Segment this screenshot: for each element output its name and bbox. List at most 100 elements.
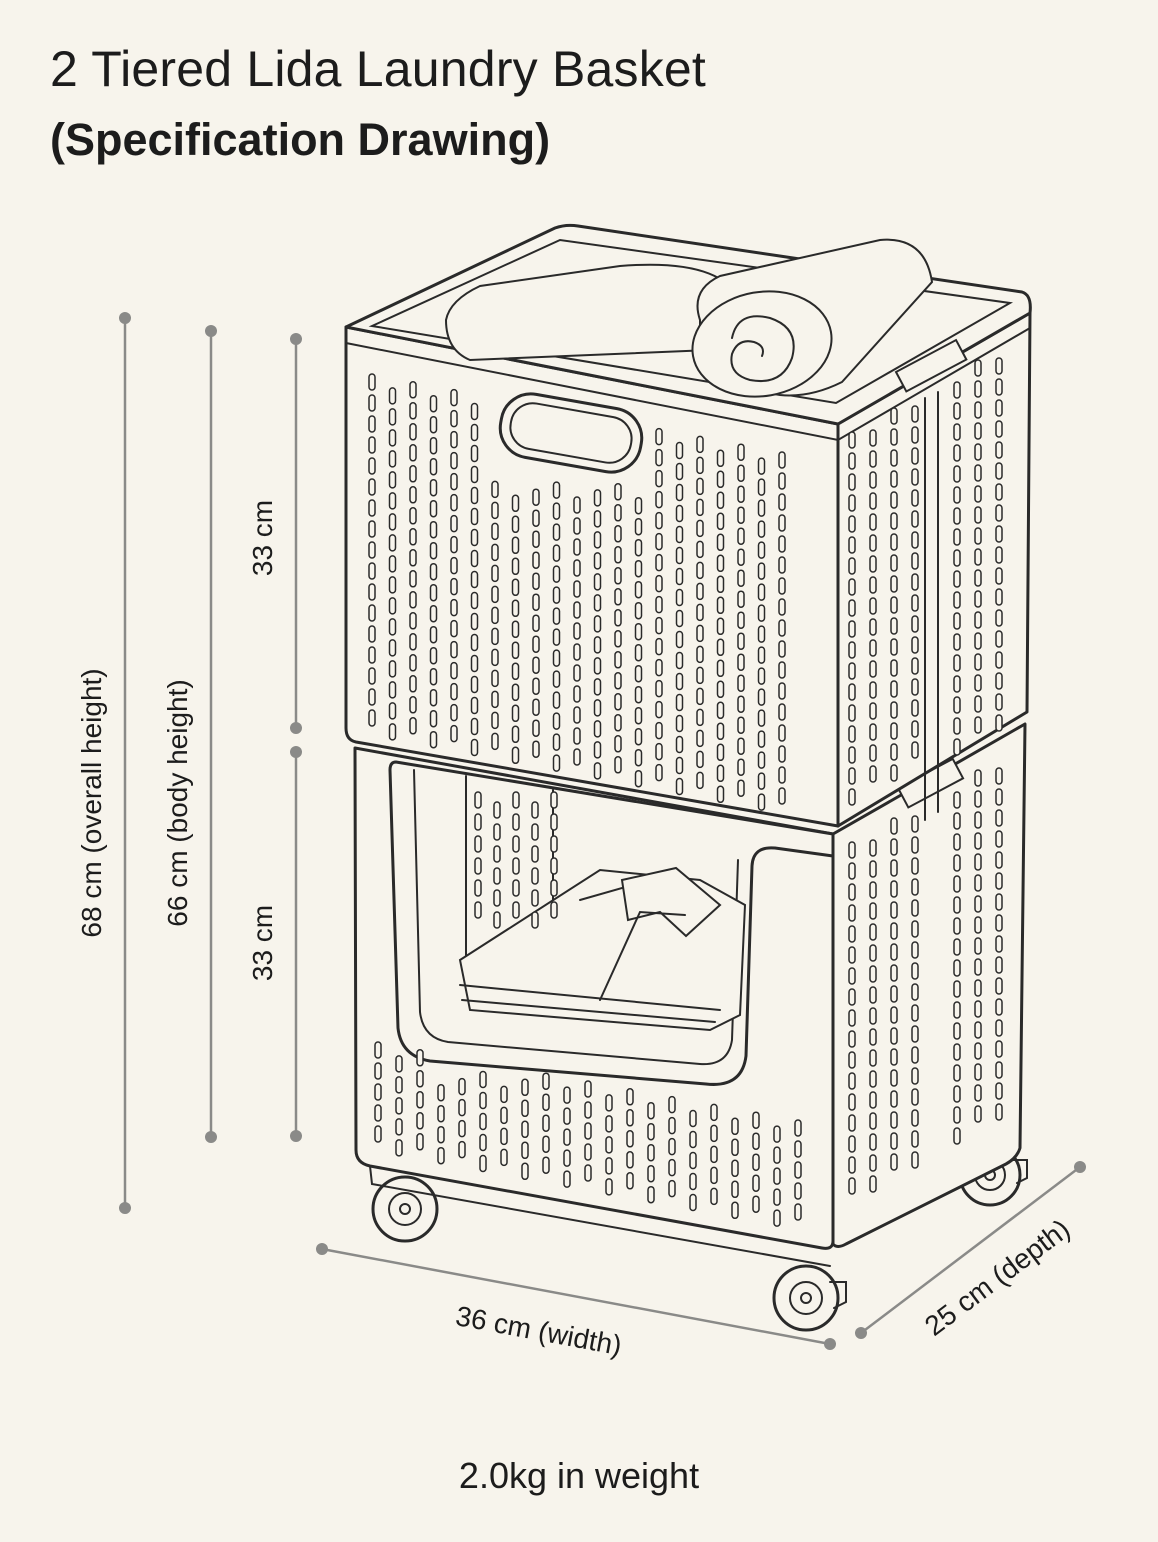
perforation-hole xyxy=(953,570,961,588)
perforation-hole xyxy=(550,835,558,853)
perforation-hole xyxy=(655,700,663,719)
perforation-hole xyxy=(794,1203,802,1221)
perforation-hole xyxy=(995,1040,1003,1058)
perforation-hole xyxy=(953,612,961,630)
perforation-hole xyxy=(752,1132,760,1150)
perforation-hole xyxy=(890,1153,898,1171)
perforation-hole xyxy=(974,359,982,377)
perforation-hole xyxy=(911,1067,919,1085)
perforation-hole xyxy=(368,478,376,496)
perforation-hole xyxy=(458,1098,466,1117)
perforation-hole xyxy=(409,612,417,630)
perforation-hole xyxy=(429,730,438,749)
perforation-hole xyxy=(848,557,856,575)
perforation-hole xyxy=(911,962,919,980)
perforation-hole xyxy=(911,815,919,833)
perforation-hole xyxy=(450,661,458,680)
perforation-hole xyxy=(409,549,417,567)
perforation-hole xyxy=(890,554,898,572)
perforation-hole xyxy=(974,832,982,850)
perforation-hole xyxy=(479,1133,487,1152)
perforation-hole xyxy=(869,429,877,447)
perforation-hole xyxy=(470,612,479,631)
perforation-hole xyxy=(716,722,725,741)
perforation-hole xyxy=(470,444,479,463)
perforation-hole xyxy=(511,515,520,534)
perforation-hole xyxy=(689,1172,697,1191)
perforation-hole xyxy=(614,504,622,522)
perforation-hole xyxy=(974,937,982,955)
perforation-hole xyxy=(911,920,919,938)
perforation-hole xyxy=(848,662,856,680)
perforation-hole xyxy=(491,606,499,625)
perforation-hole xyxy=(953,444,961,462)
perforation-hole xyxy=(388,471,397,489)
perforation-hole xyxy=(953,381,961,399)
perforation-hole xyxy=(737,695,745,713)
perforation-hole xyxy=(696,561,704,580)
perforation-hole xyxy=(605,1157,613,1175)
perforation-hole xyxy=(869,965,877,983)
perforation-hole xyxy=(532,677,540,695)
perforation-hole xyxy=(470,654,479,673)
perforation-hole xyxy=(995,851,1003,869)
perforation-hole xyxy=(953,833,961,851)
perforation-hole xyxy=(757,709,766,727)
perforation-hole xyxy=(491,564,499,583)
perforation-hole xyxy=(429,646,438,665)
perforation-hole xyxy=(953,465,961,483)
perforation-hole xyxy=(450,724,458,743)
perforation-hole xyxy=(737,737,745,755)
perforation-hole xyxy=(974,422,982,440)
perforation-hole xyxy=(890,1090,898,1108)
perforation-hole xyxy=(696,708,704,727)
perforation-hole xyxy=(675,777,684,796)
perforation-hole xyxy=(869,660,877,678)
perforation-hole xyxy=(953,1085,961,1103)
perforation-hole xyxy=(911,426,919,444)
perforation-hole xyxy=(429,688,438,707)
perforation-hole xyxy=(869,471,877,489)
perforation-hole xyxy=(890,491,898,509)
perforation-hole xyxy=(778,598,786,616)
perforation-hole xyxy=(848,431,856,449)
perforation-hole xyxy=(995,525,1003,543)
perforation-hole xyxy=(848,862,856,880)
perforation-hole xyxy=(953,980,961,998)
perforation-hole xyxy=(757,667,766,685)
perforation-hole xyxy=(737,716,745,734)
perforation-hole xyxy=(450,388,458,407)
perforation-hole xyxy=(552,733,561,751)
perforation-hole xyxy=(531,801,539,819)
perforation-hole xyxy=(911,573,919,591)
perforation-hole xyxy=(696,435,704,454)
perforation-hole xyxy=(689,1130,697,1149)
perforation-hole xyxy=(416,1070,424,1088)
caster-wheels xyxy=(371,1143,1028,1332)
perforation-hole xyxy=(368,394,376,412)
depth-label: 25 cm (depth) xyxy=(919,1213,1076,1342)
perforation-hole xyxy=(593,489,602,507)
perforation-hole xyxy=(890,943,898,961)
perforation-hole xyxy=(869,944,877,962)
perforation-hole xyxy=(388,555,397,573)
perforation-hole xyxy=(890,680,898,698)
perforation-hole xyxy=(388,408,397,426)
perforation-hole xyxy=(911,615,919,633)
perforation-hole xyxy=(869,1007,877,1025)
perforation-hole xyxy=(552,565,561,583)
perforation-hole xyxy=(542,1156,550,1174)
perforation-hole xyxy=(974,527,982,545)
perforation-hole xyxy=(593,720,602,738)
perforation-hole xyxy=(911,657,919,675)
perforation-hole xyxy=(573,664,581,682)
perforation-hole xyxy=(675,630,684,649)
perforation-hole xyxy=(388,387,397,405)
perforation-hole xyxy=(388,597,397,615)
perforation-hole xyxy=(491,627,499,646)
perforation-hole xyxy=(974,401,982,419)
perforation-hole xyxy=(911,878,919,896)
perforation-hole xyxy=(953,1106,961,1124)
perforation-hole xyxy=(512,835,520,853)
perforation-hole xyxy=(552,670,561,688)
